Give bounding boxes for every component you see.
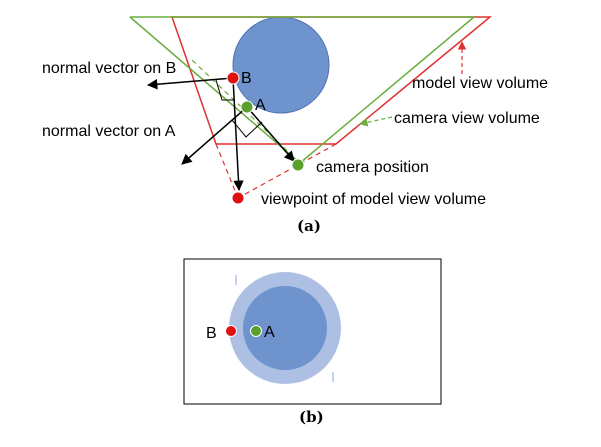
normal-vector-b-arrow <box>146 77 234 90</box>
point-b <box>226 71 240 85</box>
sphere <box>232 16 330 114</box>
camera-volume-pointer <box>359 116 393 127</box>
point-a <box>240 100 254 114</box>
sight-line-a <box>246 106 295 162</box>
panel-a: B A normal vector on B normal vector on … <box>42 16 548 235</box>
label-normal-vector-a: normal vector on A <box>42 123 176 140</box>
label-normal-vector-b: normal vector on B <box>42 60 176 77</box>
label-camera-position: camera position <box>316 159 429 176</box>
normal-vector-a-arrow <box>181 106 248 165</box>
model-volume-dashed-edge-right <box>237 143 337 199</box>
right-angle-marker-b <box>215 79 234 101</box>
panel-b-frame <box>183 258 442 405</box>
sphere-projection <box>243 286 327 370</box>
camera-view-volume <box>129 16 477 164</box>
panel-b: B A (b) <box>183 258 442 426</box>
viewpoint-point <box>231 191 245 205</box>
model-volume-dashed-edge-left <box>215 143 239 199</box>
right-angle-marker-a <box>231 119 263 138</box>
sight-line-b <box>232 77 244 192</box>
label-viewpoint: viewpoint of model view volume <box>261 191 486 208</box>
label-point-b: B <box>241 70 252 87</box>
camera-position-point <box>291 158 305 172</box>
label-point-a: A <box>264 324 275 341</box>
caption-b: (b) <box>299 408 324 426</box>
point-b <box>225 325 237 337</box>
point-a <box>250 325 262 337</box>
label-model-view-volume: model view volume <box>412 75 548 92</box>
label-camera-view-volume: camera view volume <box>394 110 540 127</box>
caption-a: (a) <box>297 217 321 235</box>
label-point-a: A <box>255 97 266 114</box>
label-point-b: B <box>206 325 217 342</box>
